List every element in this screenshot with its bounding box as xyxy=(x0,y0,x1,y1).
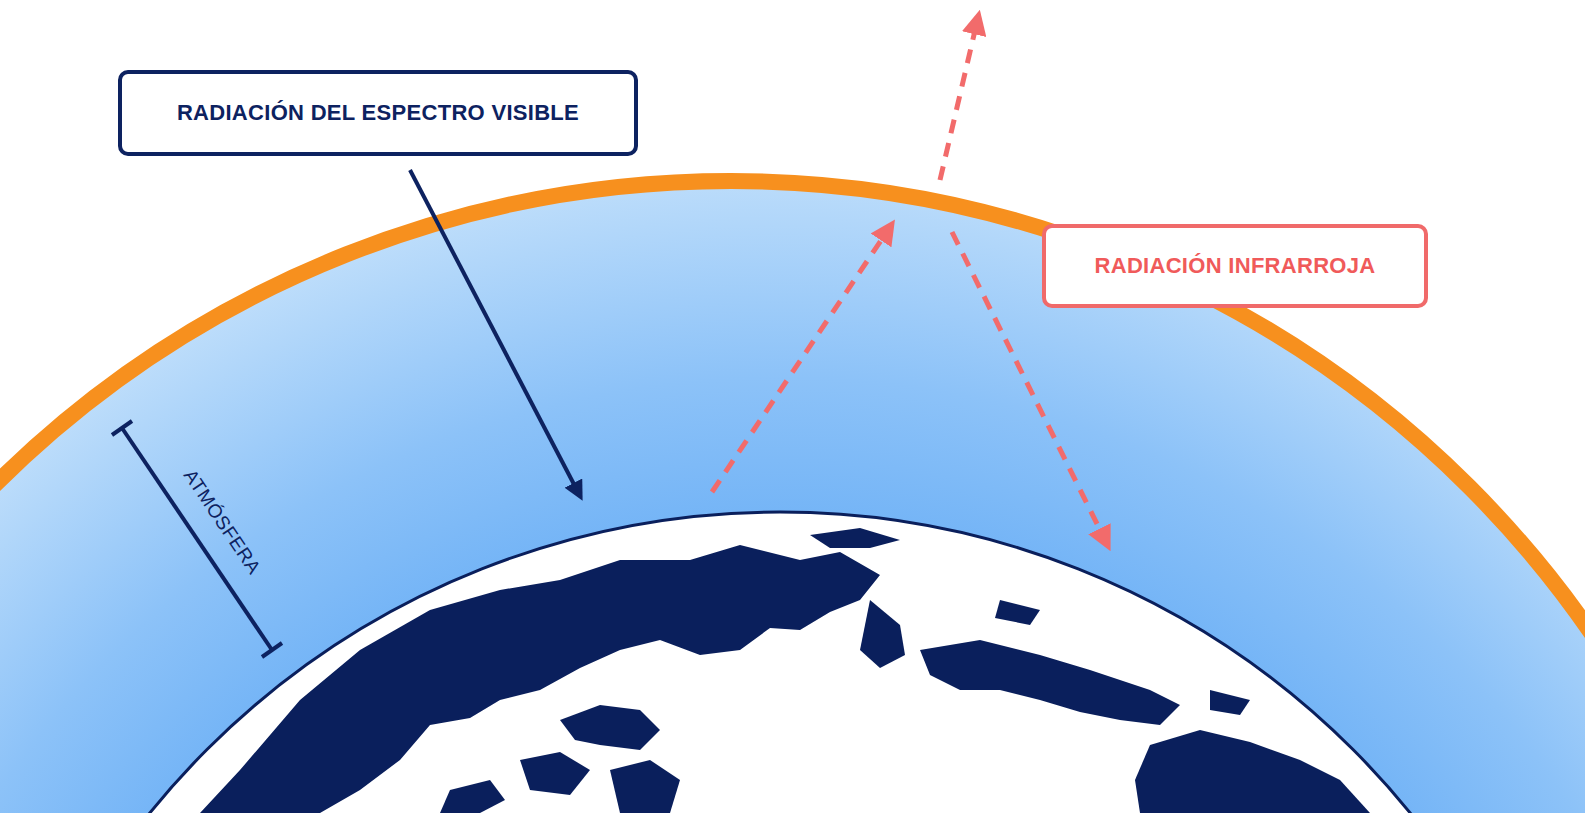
radiation-box: RADIACIÓN INFRARROJA xyxy=(1042,224,1428,308)
visible-ray xyxy=(410,170,578,492)
radiation-box: RADIACIÓN DEL ESPECTRO VISIBLE xyxy=(118,70,638,156)
atmosphere-label: ATMÓSFERA xyxy=(179,466,265,579)
atmosphere xyxy=(0,181,1585,813)
box-title: RADIACIÓN DEL ESPECTRO VISIBLE xyxy=(177,100,579,126)
box-title: RADIACIÓN INFRARROJA xyxy=(1095,253,1376,279)
atmosphere-bracket xyxy=(112,421,282,657)
